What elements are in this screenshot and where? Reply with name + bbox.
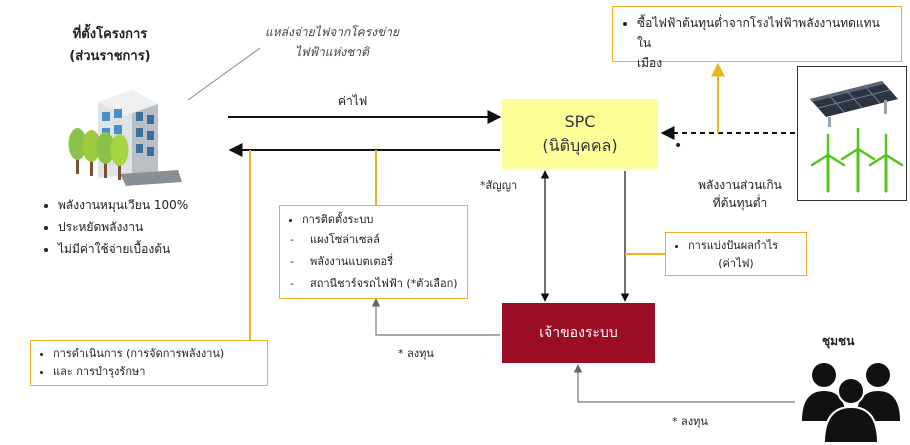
grid-source-note: แหล่งจ่ายไฟจากโครงข่าย ไฟฟ้าแห่งชาติ <box>265 25 399 59</box>
benefit-item: ประหยัดพลังงาน <box>58 218 188 236</box>
benefit-item: พลังงานหมุนเวียน 100% <box>58 196 188 214</box>
profit-line-2: (ค่าไฟ) <box>718 257 754 270</box>
installation-item: สถานีชาร์จรถไฟฟ้า (*ตัวเลือก) <box>290 276 461 291</box>
operation-line-1: การดำเนินการ (การจัดการพลังงาน) <box>53 345 259 363</box>
operation-box: การดำเนินการ (การจัดการพลังงาน) และ การบ… <box>30 340 268 386</box>
contract-label: *สัญญา <box>480 179 518 192</box>
renewable-sources-box <box>797 66 907 201</box>
spc-subtitle: (นิติบุคคล) <box>542 136 618 155</box>
installation-item: แผงโซล่าเซลล์ <box>290 232 461 247</box>
profit-sharing-box: การแบ่งปันผลกำไร (ค่าไฟ) <box>665 232 807 276</box>
operation-line-2: และ การบำรุงรักษา <box>53 363 259 381</box>
system-owner-box: เจ้าของระบบ <box>502 303 655 363</box>
invest-label-owner: * ลงทุน <box>398 347 434 360</box>
invest-label-community: * ลงทุน <box>672 415 708 428</box>
community-invest-arrow <box>573 364 795 403</box>
project-subtitle: (ส่วนราชการ) <box>69 49 151 64</box>
project-title: ที่ตั้งโครงการ <box>72 27 148 42</box>
purchase-text: ซื้อไฟฟ้าต้นทุนต่ำจากโรงไฟฟ้าพลังงานทดแท… <box>637 13 893 73</box>
community-label: ชุมชน <box>822 334 855 348</box>
grid-note-leader <box>187 47 261 101</box>
benefits-list: พลังงานหมุนเวียน 100% ประหยัดพลังงาน ไม่… <box>36 196 188 262</box>
solar-panel-icon <box>810 81 898 127</box>
spc-title: SPC <box>564 112 596 131</box>
building-icon <box>60 82 185 190</box>
excess-energy-label: • พลังงานส่วนเกิน ที่ต้นทุนต่ำ <box>674 138 792 212</box>
profit-line-1: การแบ่งปันผลกำไร <box>688 237 800 255</box>
electricity-fee-label: ค่าไฟ <box>338 94 368 108</box>
project-title-block: ที่ตั้งโครงการ (ส่วนราชการ) <box>60 24 160 68</box>
excess-energy-text: พลังงานส่วนเกิน ที่ต้นทุนต่ำ <box>698 178 782 210</box>
installation-item: พลังงานแบตเตอรี่ <box>290 254 461 269</box>
wind-turbine-icon <box>810 127 904 193</box>
installation-box: การติดตั้งระบบ แผงโซล่าเซลล์ พลังงานแบตเ… <box>279 205 468 299</box>
system-owner-label: เจ้าของระบบ <box>539 325 618 341</box>
purchase-box: ซื้อไฟฟ้าต้นทุนต่ำจากโรงไฟฟ้าพลังงานทดแท… <box>612 6 902 70</box>
installation-title: การติดตั้งระบบ <box>302 212 461 227</box>
owner-invest-arrow <box>371 298 500 336</box>
benefit-item: ไม่มีค่าใช้จ่ายเบื้องต้น <box>58 240 188 258</box>
community-people-icon <box>802 363 900 443</box>
excess-bullet: • <box>674 138 683 154</box>
renewable-sources-graphic <box>810 81 904 193</box>
spc-box: SPC (นิติบุคคล) <box>502 99 658 169</box>
